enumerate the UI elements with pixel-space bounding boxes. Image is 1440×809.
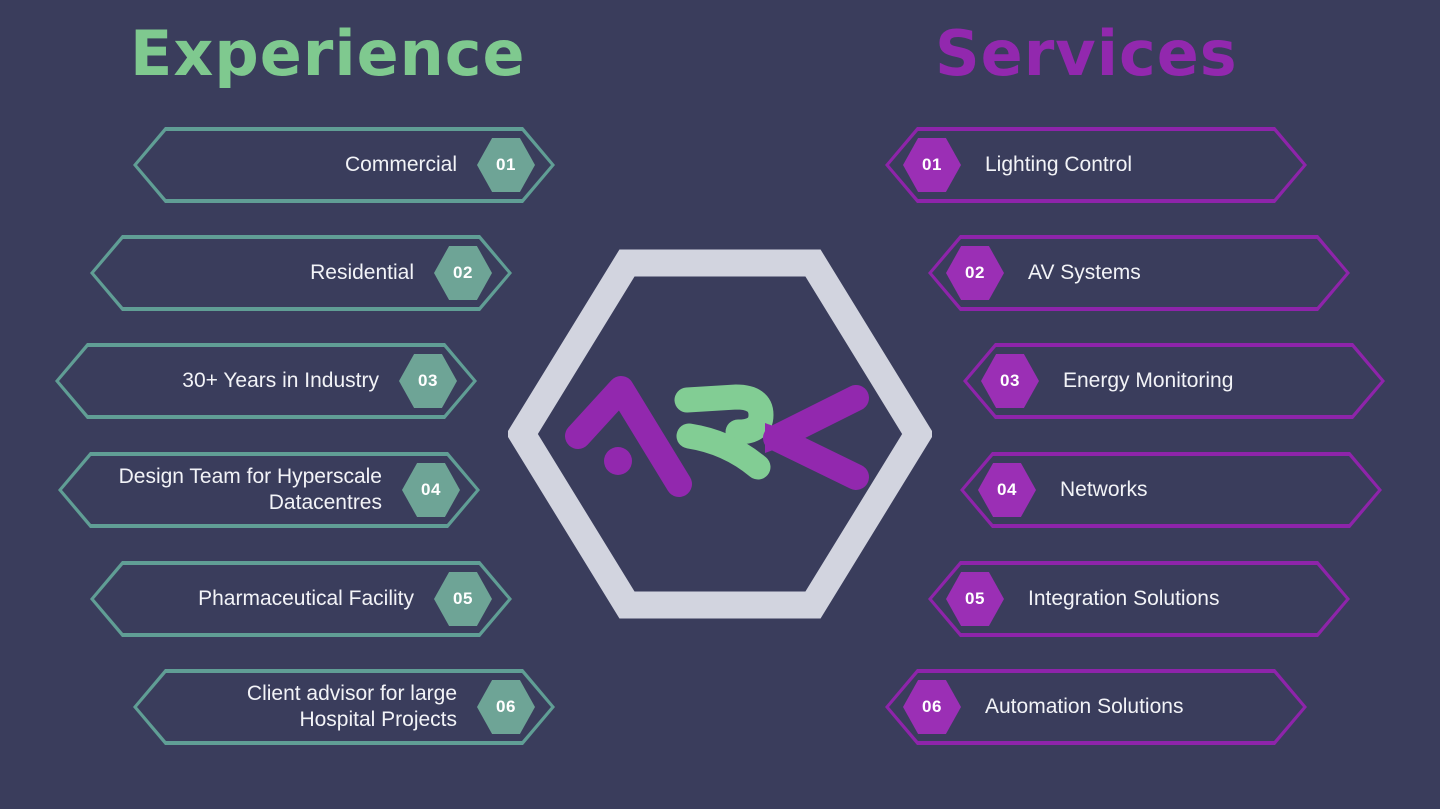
banner-number: 06	[496, 697, 516, 716]
banner-item-right_section-06: Automation Solutions 06	[885, 669, 1307, 745]
services-title: Services	[935, 17, 1238, 90]
banner-number: 02	[453, 263, 473, 282]
banner-item-left_section-06: Client advisor for large Hospital Projec…	[133, 669, 555, 745]
banner-label: Integration Solutions	[1028, 586, 1220, 610]
ark-logo	[508, 249, 932, 619]
banner-item-left_section-03: 30+ Years in Industry 03	[55, 343, 477, 419]
banner-label: 30+ Years in Industry	[182, 368, 379, 392]
banner-number: 05	[453, 589, 473, 608]
banner-label: Commercial	[344, 152, 457, 176]
banner-number: 03	[418, 371, 438, 390]
banner-label: Automation Solutions	[985, 694, 1184, 718]
banner-label: Energy Monitoring	[1063, 368, 1234, 392]
banner-number: 03	[1000, 371, 1020, 390]
banner-label: Residential	[310, 260, 414, 284]
banner-label: Networks	[1060, 477, 1148, 501]
banner-item-left_section-05: Pharmaceutical Facility 05	[90, 561, 512, 637]
banner-number: 06	[922, 697, 942, 716]
banner-label: Client advisor for large Hospital Projec…	[246, 681, 457, 731]
banner-label: Pharmaceutical Facility	[198, 586, 414, 610]
hexagon-outline-icon	[508, 249, 932, 619]
banner-number: 02	[965, 263, 985, 282]
banner-item-right_section-02: AV Systems 02	[928, 235, 1350, 311]
banner-item-left_section-01: Commercial 01	[133, 127, 555, 203]
logo-letter-k-wedge-icon	[765, 423, 806, 453]
banner-item-left_section-04: Design Team for Hyperscale Datacentres 0…	[58, 452, 480, 528]
banner-number: 01	[496, 155, 516, 174]
logo-letter-a-dot-icon	[604, 447, 632, 475]
banner-item-right_section-05: Integration Solutions 05	[928, 561, 1350, 637]
banner-label: Lighting Control	[985, 152, 1133, 176]
banner-item-left_section-02: Residential 02	[90, 235, 512, 311]
logo-letter-a-icon	[565, 376, 692, 497]
banner-number: 04	[997, 480, 1017, 499]
banner-item-right_section-04: Networks 04	[960, 452, 1382, 528]
banner-item-right_section-03: Energy Monitoring 03	[963, 343, 1385, 419]
experience-title: Experience	[130, 17, 526, 90]
banner-label: Design Team for Hyperscale Datacentres	[118, 464, 382, 514]
banner-item-right_section-01: Lighting Control 01	[885, 127, 1307, 203]
banner-label: AV Systems	[1028, 260, 1141, 284]
logo-letter-r-top-icon	[674, 384, 774, 445]
banner-number: 01	[922, 155, 942, 174]
logo-letter-r-leg-icon	[676, 423, 771, 480]
banner-number: 05	[965, 589, 985, 608]
banner-number: 04	[421, 480, 441, 499]
